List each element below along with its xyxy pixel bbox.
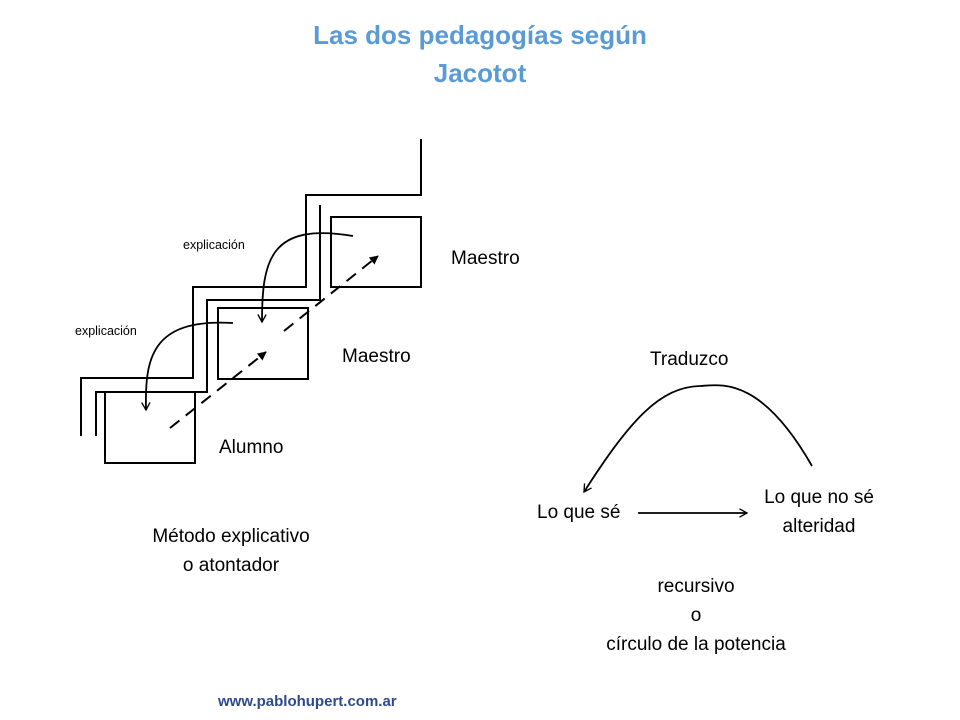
box-maestro-top [330,216,422,288]
label-lo-que-se: Lo que sé [537,502,621,523]
left-caption: Método explicativo o atontador [131,522,331,580]
translation-arc [583,384,813,494]
explanation-label-upper: explicación [183,238,245,252]
page-title-line-1: Las dos pedagogías según [313,20,647,50]
staircase-outer [80,139,422,436]
right-caption-line-1: recursivo [657,576,735,597]
label-alumno: Alumno [219,437,284,458]
label-traduzco: Traduzco [650,349,729,370]
box-maestro-middle [217,307,309,380]
page-title-line-2: Jacotot [433,58,527,88]
right-node-line-2: alteridad [782,516,856,537]
explanation-arrow-lower [141,321,234,412]
right-caption-line-3: círculo de la potencia [606,634,786,655]
explanation-label-lower: explicación [75,324,137,338]
dashed-arrow-upper [283,255,379,332]
website-link[interactable]: www.pablohupert.com.ar [218,693,397,710]
label-maestro-top: Maestro [451,248,520,269]
right-node: Lo que no sé alteridad [749,483,889,541]
label-maestro-middle: Maestro [342,346,411,367]
explanation-arrow-upper [257,232,354,324]
right-caption: recursivo o círculo de la potencia [585,572,807,659]
right-caption-line-2: o [690,605,702,626]
box-alumno [104,391,196,464]
right-node-line-1: Lo que no sé [764,487,874,508]
left-caption-line-2: o atontador [182,555,280,576]
left-caption-line-1: Método explicativo [152,526,310,547]
dashed-arrow-lower [169,351,267,429]
staircase-inner [95,205,321,436]
